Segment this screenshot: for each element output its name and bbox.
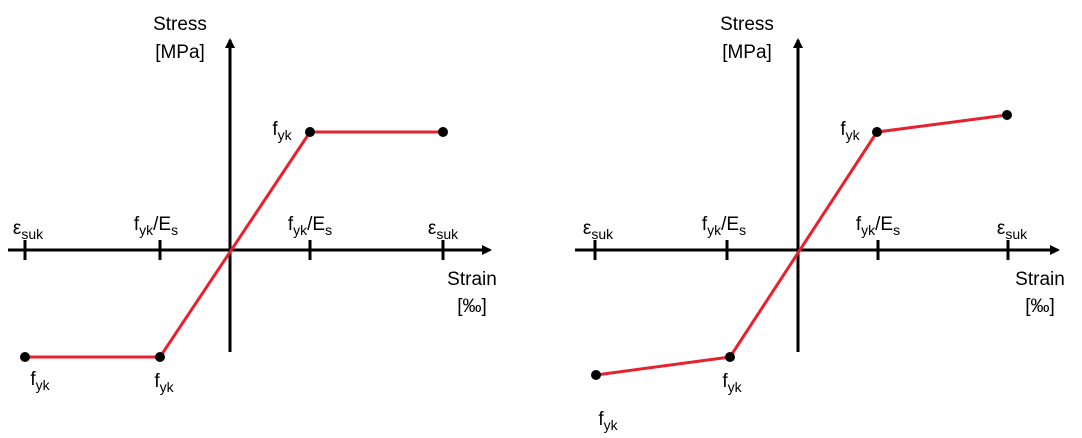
- x-axis-unit: [‰]: [1025, 296, 1055, 317]
- point-label: fyk: [30, 369, 50, 393]
- point-label: fyk: [272, 119, 292, 143]
- x-axis-label: Strain: [1015, 269, 1065, 290]
- point-label: fyk: [154, 371, 174, 395]
- tick-label: εsuk: [428, 218, 459, 242]
- tick-label: εsuk: [13, 218, 44, 242]
- curve-point: [305, 127, 315, 137]
- curve-point: [438, 127, 448, 137]
- diagram-left: Stress [MPa] Strain [‰] εsuk fyk/Es fyk/…: [8, 14, 497, 395]
- point-label: fyk: [598, 409, 618, 433]
- point-label: fyk: [840, 119, 860, 143]
- x-axis-unit: [‰]: [457, 296, 487, 317]
- y-axis-unit: [MPa]: [155, 42, 205, 63]
- curve-point: [872, 127, 882, 137]
- diagram-right: Stress [MPa] Strain [‰] εsuk fyk/Es fyk/…: [575, 14, 1065, 433]
- stress-strain-curve: [595, 113, 1008, 377]
- point-label: fyk: [722, 371, 742, 395]
- tick-label: fyk/Es: [702, 214, 746, 238]
- curve-point: [20, 352, 30, 362]
- tick-label: fyk/Es: [134, 214, 178, 238]
- y-axis-label: Stress: [720, 14, 774, 35]
- tick-label: εsuk: [997, 218, 1028, 242]
- y-axis-label: Stress: [153, 14, 207, 35]
- curve-point: [725, 352, 735, 362]
- curve-point: [591, 370, 601, 380]
- curve-point: [155, 352, 165, 362]
- tick-label: εsuk: [583, 218, 614, 242]
- curve-point: [1002, 110, 1012, 120]
- tick-label: fyk/Es: [288, 214, 332, 238]
- x-axis-label: Strain: [447, 269, 497, 290]
- tick-label: fyk/Es: [856, 214, 900, 238]
- stress-strain-curve: [25, 130, 443, 359]
- y-axis-unit: [MPa]: [722, 42, 772, 63]
